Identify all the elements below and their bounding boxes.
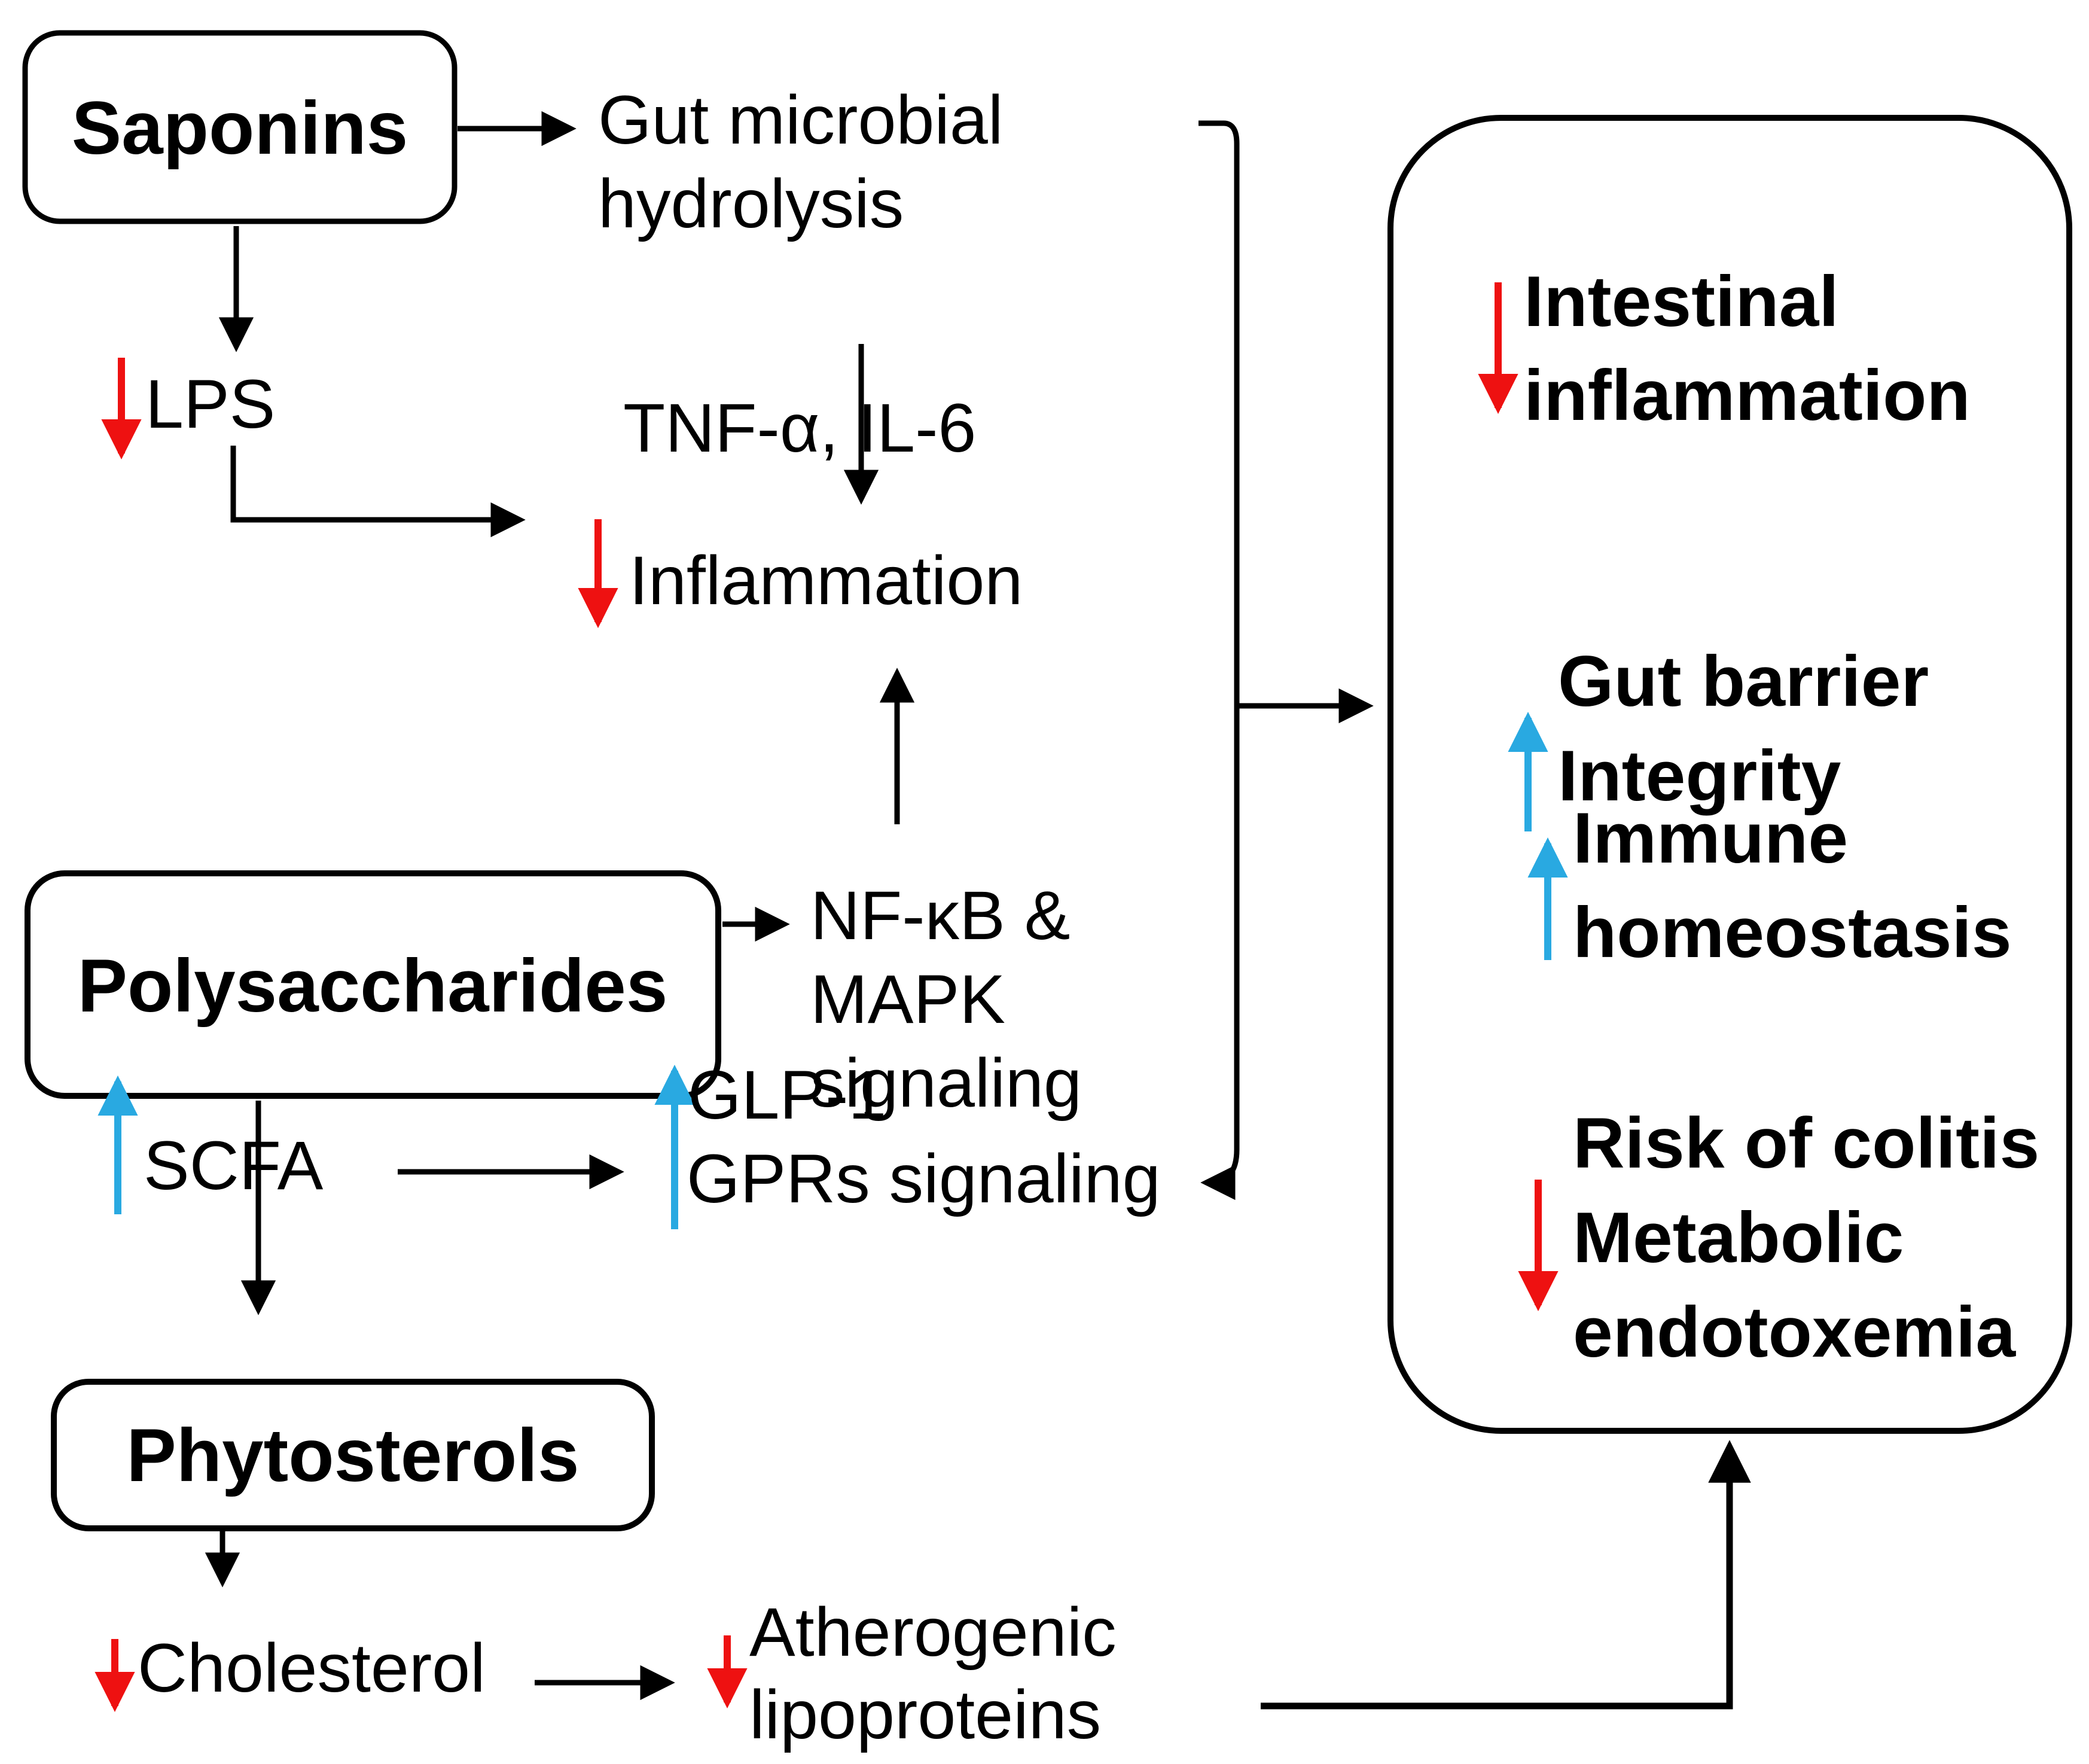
outcome-immune-line1: Immune xyxy=(1573,798,1848,878)
polysaccharides-label: Polysaccharides xyxy=(78,945,668,1028)
glp1-label: GLP-1 xyxy=(688,1057,886,1134)
cholesterol-label: Cholesterol xyxy=(138,1630,486,1707)
outcome-gut-barrier-line1: Gut barrier xyxy=(1558,641,1929,721)
outcome-immune-line2: homeostasis xyxy=(1573,892,2012,973)
bracket-pathways xyxy=(1198,120,1240,1201)
phytosterols-box xyxy=(51,1379,655,1531)
saponins-label: Saponins xyxy=(72,87,408,170)
outcome-risk-line1: Risk of colitis xyxy=(1573,1103,2039,1183)
gut-microbial-line1: Gut microbial xyxy=(598,82,1003,159)
saponins-box xyxy=(22,30,458,224)
outcome-intestinal-line1: Intestinal xyxy=(1524,261,1839,342)
atherogenic-line1: Atherogenic xyxy=(749,1594,1117,1671)
gprs-label: GPRs signaling xyxy=(687,1141,1161,1217)
scfa-label: SCFA xyxy=(144,1128,324,1204)
polysaccharides-box xyxy=(25,870,721,1099)
nfkb-line3: signaling xyxy=(810,1045,1082,1122)
outcome-risk-line2: Metabolic xyxy=(1573,1198,1904,1278)
tnf-il6-label: TNF-α, IL-6 xyxy=(623,390,976,467)
atherogenic-line2: lipoproteins xyxy=(749,1677,1101,1753)
gut-microbial-line2: hydrolysis xyxy=(598,166,904,242)
outcome-intestinal-line2: inflammation xyxy=(1524,355,1971,435)
nfkb-line2: MAPK xyxy=(810,961,1005,1038)
arrow-atherogenic-to-outcomes xyxy=(1261,1440,1751,1710)
phytosterols-label: Phytosterols xyxy=(126,1414,579,1497)
outcome-gut-barrier-line2: Integrity xyxy=(1558,736,1841,816)
outcome-risk-line3: endotoxemia xyxy=(1573,1292,2016,1372)
lps-label: LPS xyxy=(145,366,275,443)
inflammation-label: Inflammation xyxy=(629,543,1023,619)
arrow-lps-to-inflammation xyxy=(230,446,526,538)
outcomes-box xyxy=(1387,115,2072,1434)
nfkb-line1: NF-κB & xyxy=(810,878,1070,954)
